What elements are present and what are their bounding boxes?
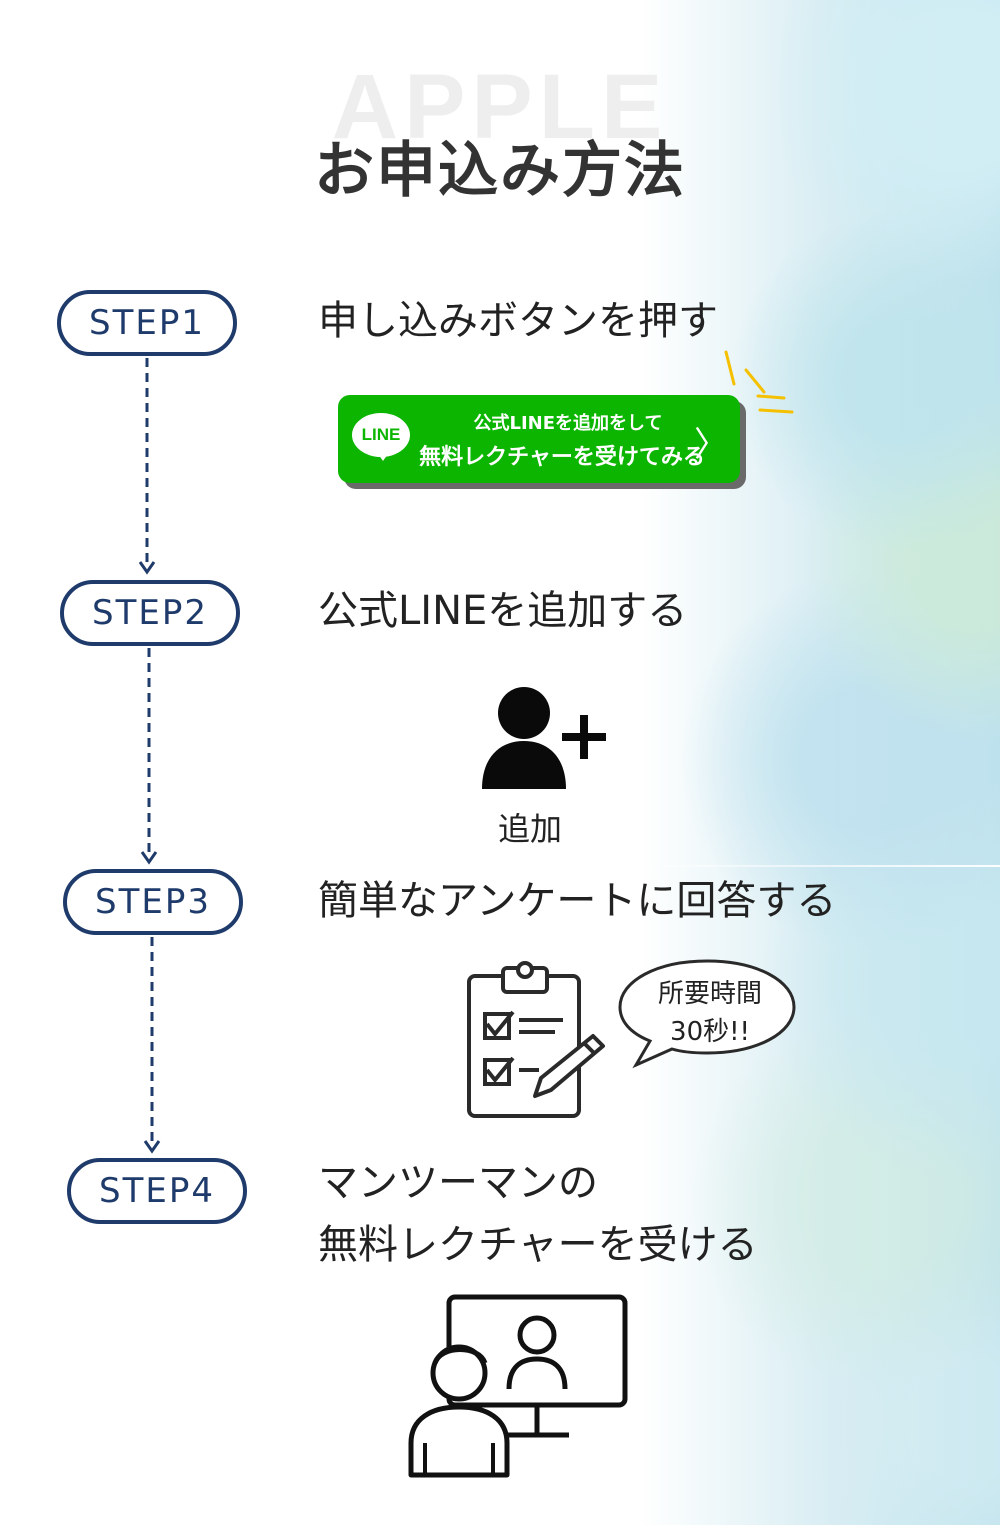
speech-bubble-icon: [618, 959, 796, 1069]
add-label: 追加: [497, 810, 562, 848]
step1-badge: STEP1: [57, 290, 237, 356]
video-call-icon: [408, 1294, 628, 1478]
add-user-icon: [482, 687, 606, 789]
step-connector-3: [143, 937, 161, 1154]
step3-badge: STEP3: [63, 869, 243, 935]
line-logo-tail: [376, 451, 390, 461]
chevron-right-icon: 〉: [694, 425, 728, 465]
step4-title: マンツーマンの 無料レクチャーを受ける: [318, 1152, 758, 1276]
step-connector-2: [140, 648, 158, 865]
bubble-line2: 30秒!!: [670, 1017, 750, 1047]
step2-title: 公式LINEを追加する: [318, 588, 688, 634]
step3-title: 簡単なアンケートに回答する: [318, 878, 837, 924]
clipboard-checklist-icon: [467, 961, 605, 1118]
bubble-line1: 所要時間: [657, 979, 762, 1009]
step4-title-line2: 無料レクチャーを受ける: [318, 1222, 758, 1268]
line-button-text-line1: 公式LINEを追加をして: [473, 413, 663, 434]
line-add-button[interactable]: LINE 公式LINEを追加をして 無料レクチャーを受けてみる 〉: [338, 395, 740, 483]
step2-badge: STEP2: [60, 580, 240, 646]
step4-badge: STEP4: [67, 1158, 247, 1224]
line-button-text-line2: 無料レクチャーを受けてみる: [419, 445, 705, 470]
line-add-button-area: LINE 公式LINEを追加をして 無料レクチャーを受けてみる 〉: [338, 350, 808, 495]
survey-time-bubble-text: 所要時間 30秒!!: [620, 975, 800, 1051]
light-streak: [460, 865, 1000, 867]
line-logo-icon: LINE: [352, 413, 410, 457]
background-watermark-word: APPLE: [331, 56, 669, 158]
step-connector-1: [138, 358, 156, 575]
step1-title: 申し込みボタンを押す: [318, 298, 718, 344]
page-title: お申込み方法: [314, 136, 686, 206]
step4-title-line1: マンツーマンの: [318, 1160, 598, 1206]
sparkle-icon: [724, 350, 794, 414]
